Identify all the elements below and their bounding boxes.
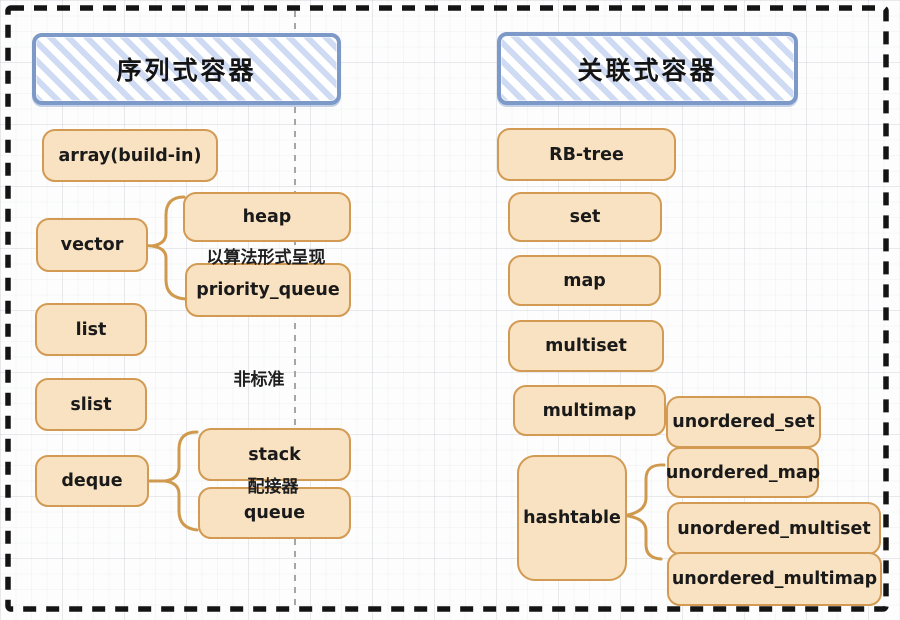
section-header-sequence-label: 序列式容器 [116,56,257,85]
node-list-label: list [75,319,107,340]
section-header-sequence: 序列式容器 [32,33,341,105]
section-header-associative-label: 关联式容器 [577,55,718,85]
node-priority-queue-label: priority_queue [196,280,340,300]
node-rb-tree: RB-tree [497,128,676,181]
node-rb-tree-label: RB-tree [549,144,624,165]
node-set: set [508,192,662,242]
node-unordered-set: unordered_set [666,396,821,448]
note-nonstandard: 非标准 [233,370,285,390]
node-slist: slist [35,378,147,431]
node-queue-label: queue [243,503,306,523]
deque-brace-connector [144,430,199,532]
node-multiset-label: multiset [545,336,627,356]
node-unordered-multiset: unordered_multiset [667,502,881,555]
hashtable-brace-connector [624,463,666,561]
node-map: map [508,255,661,306]
node-array-label: array(build-in) [58,145,202,166]
node-list: list [35,303,147,356]
node-multimap: multimap [513,385,666,436]
node-deque-label: deque [61,471,123,491]
node-hashtable: hashtable [517,455,627,581]
node-array: array(build-in) [42,129,218,182]
node-hashtable-label: hashtable [523,508,621,528]
outer-dashed-frame [5,5,889,612]
node-stack: stack [198,428,351,481]
vector-brace-connector [142,195,188,301]
node-unordered-multimap: unordered_multimap [667,552,882,606]
node-priority-queue: priority_queue [185,263,351,317]
node-set-label: set [569,207,601,227]
node-multimap-label: multimap [542,400,637,421]
node-multiset: multiset [508,320,664,372]
node-vector-label: vector [60,235,124,255]
node-unordered-multiset-label: unordered_multiset [677,518,871,539]
node-unordered-multimap-label: unordered_multimap [671,569,878,589]
node-queue: queue [198,487,351,539]
section-header-associative: 关联式容器 [497,32,798,105]
note-algorithm-form: 以算法形式呈现 [206,248,326,268]
node-vector: vector [36,218,148,272]
note-adapter: 配接器 [247,477,299,497]
node-slist-label: slist [70,394,112,415]
node-heap-label: heap [242,207,292,227]
node-map-label: map [563,270,606,291]
node-heap: heap [183,192,351,242]
node-unordered-map: unordered_map [665,447,821,498]
node-stack-label: stack [248,444,301,465]
node-deque: deque [35,455,149,507]
node-unordered-map-label: unordered_map [665,462,821,483]
node-unordered-set-label: unordered_set [672,412,815,432]
